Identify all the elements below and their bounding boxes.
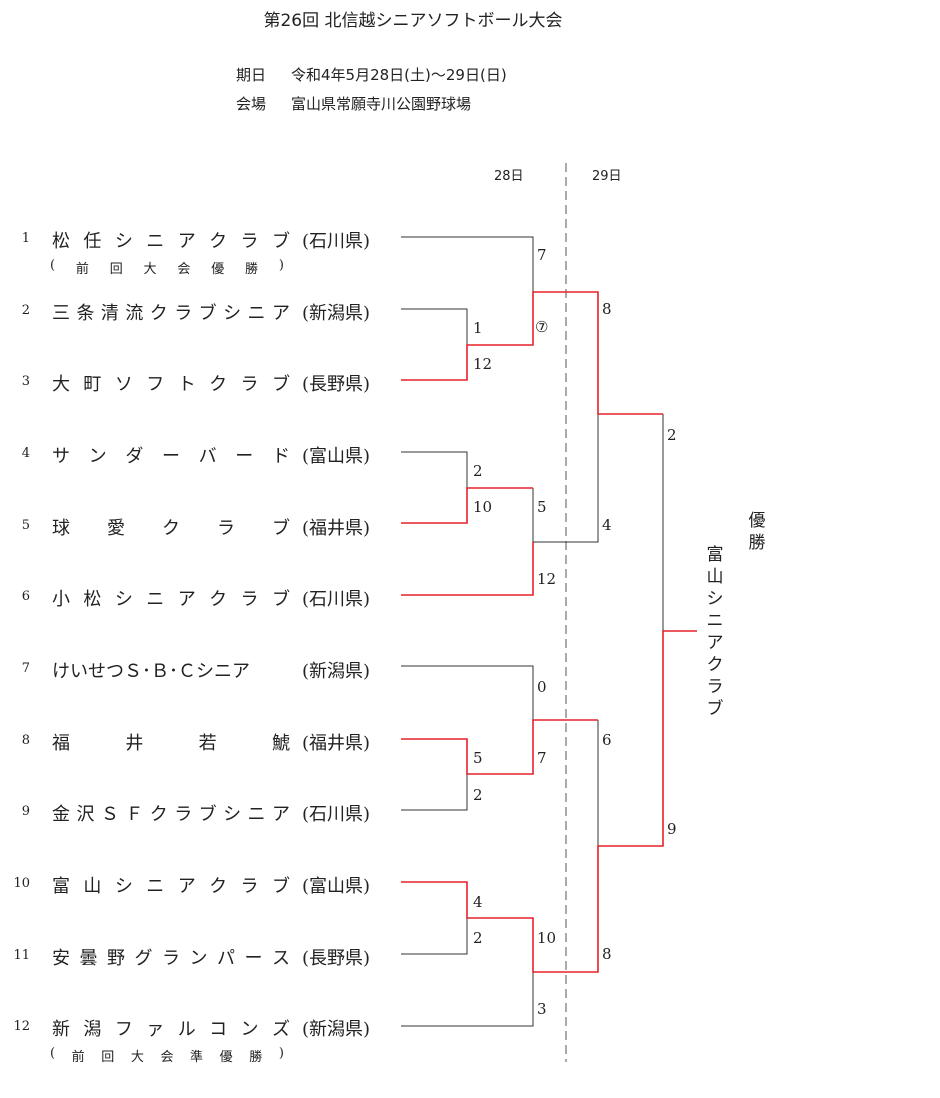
seed-number: 7	[21, 661, 30, 676]
team-prefecture: (石川県)	[302, 231, 371, 252]
team-prefecture: (長野県)	[302, 374, 371, 395]
champion-team: 富山シニアクラブ	[706, 545, 724, 719]
seed-number: 12	[13, 1019, 30, 1034]
winner-line	[401, 719, 598, 775]
score: 10	[537, 929, 557, 947]
team-note: (前回大会準優勝)	[50, 1046, 284, 1065]
team-name: 松任シニアクラブ	[52, 231, 290, 252]
team-name: けいせつＳ･Ｂ･Ｃシニア	[52, 661, 250, 682]
day-label-28: 28日	[494, 169, 524, 184]
winner-line	[401, 630, 697, 973]
bracket-line	[533, 414, 599, 543]
team-note: (前回大会優勝)	[50, 258, 284, 277]
bracket-line	[401, 236, 534, 292]
score: 4	[602, 516, 612, 534]
score: 7	[537, 749, 547, 767]
team-prefecture: (石川県)	[302, 804, 371, 825]
seed-number: 3	[21, 374, 30, 389]
seed-number: 11	[13, 948, 30, 963]
seed-number: 2	[21, 303, 30, 318]
team-name: 三条清流クラブシニア	[52, 303, 290, 324]
team-prefecture: (新潟県)	[302, 303, 371, 324]
team-prefecture: (石川県)	[302, 589, 371, 610]
bracket-line	[401, 918, 468, 955]
winner-line	[401, 542, 534, 596]
score: 12	[537, 570, 557, 588]
seed-number: 9	[21, 804, 30, 819]
bracket-line	[401, 774, 468, 811]
team-name: 安曇野グランパース	[52, 948, 290, 969]
seed-number: 10	[13, 876, 30, 891]
page-title: 第26回 北信越シニアソフトボール大会	[263, 11, 563, 31]
team-name: 大町ソフトクラブ	[52, 374, 290, 395]
team-name: 小松シニアクラブ	[52, 589, 290, 610]
team-name: サンダーバード	[52, 446, 290, 467]
bracket-line	[401, 972, 534, 1027]
seed-number: 4	[21, 446, 30, 461]
score: 8	[602, 945, 612, 963]
bracket-line	[401, 665, 534, 720]
bracket-lines-normal	[401, 236, 664, 1027]
team-prefecture: (福井県)	[302, 733, 371, 754]
team-prefecture: (富山県)	[302, 876, 371, 897]
team-prefecture: (長野県)	[302, 948, 371, 969]
score: 9	[667, 820, 677, 838]
winner-line	[401, 291, 663, 415]
score: 10	[473, 498, 493, 516]
team-prefecture: (新潟県)	[302, 661, 371, 682]
team-name: 福井若鯱	[52, 733, 290, 754]
score: 2	[473, 786, 483, 804]
seed-number: 1	[21, 231, 30, 246]
score: 0	[537, 678, 547, 696]
champion-label: 優勝	[748, 511, 766, 553]
team-name: 球愛クラブ	[52, 518, 290, 539]
seed-number: 5	[21, 518, 30, 533]
score: 8	[602, 300, 612, 318]
team-name: 新潟ファルコンズ	[52, 1019, 290, 1040]
team-prefecture: (新潟県)	[302, 1019, 371, 1040]
score: ⑦	[535, 318, 549, 336]
team-prefecture: (富山県)	[302, 446, 371, 467]
day-label-29: 29日	[592, 169, 622, 184]
date-value: 令和4年5月28日(土)～29日(日)	[291, 66, 507, 84]
score: 12	[473, 355, 493, 373]
winner-line	[401, 487, 533, 524]
team-name: 富山シニアクラブ	[52, 876, 290, 897]
score: 5	[537, 498, 547, 516]
seed-number: 6	[21, 589, 30, 604]
score: 2	[473, 929, 483, 947]
score: 6	[602, 731, 612, 749]
bracket-lines-winner	[401, 291, 697, 973]
score: 4	[473, 893, 483, 911]
bracket-line	[401, 451, 468, 488]
seed-number: 8	[21, 733, 30, 748]
date-label: 期日	[236, 66, 267, 84]
score: 2	[667, 426, 677, 444]
team-prefecture: (福井県)	[302, 518, 371, 539]
venue-value: 富山県常願寺川公園野球場	[291, 95, 472, 113]
venue-label: 会場	[236, 95, 267, 113]
score: 2	[473, 462, 483, 480]
score: 3	[537, 1000, 547, 1018]
score: 1	[473, 319, 483, 337]
bracket-line	[401, 308, 468, 345]
score: 7	[537, 246, 547, 264]
score: 5	[473, 749, 483, 767]
